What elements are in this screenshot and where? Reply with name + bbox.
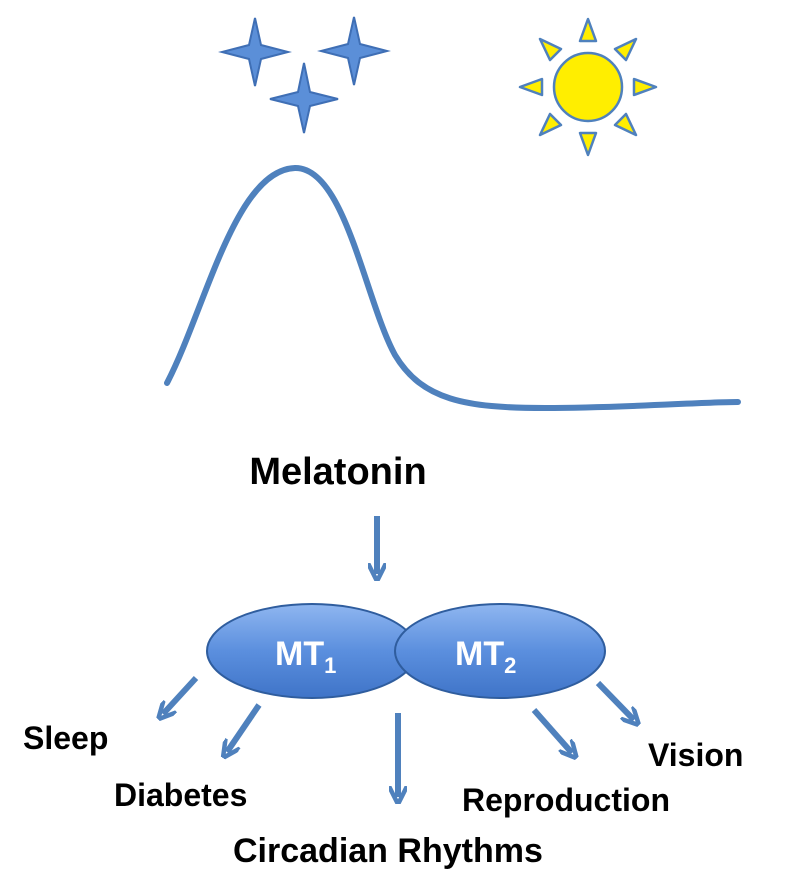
arrow-to-vision xyxy=(595,680,634,720)
night-stars xyxy=(218,16,391,134)
melatonin-curve xyxy=(164,164,741,412)
arrow-to-reproduction xyxy=(531,708,572,753)
arrow-to-sleep xyxy=(163,675,199,714)
effect-sleep: Sleep xyxy=(23,720,108,756)
star-icon xyxy=(269,62,339,134)
receptor-mt2-label: MT2 xyxy=(455,635,516,678)
sun-icon xyxy=(518,17,658,157)
star-icon xyxy=(317,16,391,86)
receptor-mt1-label: MT1 xyxy=(275,635,336,678)
effect-circadian-rhythms: Circadian Rhythms xyxy=(233,832,543,870)
receptor-mt1-name: MT xyxy=(275,635,324,673)
effect-diabetes: Diabetes xyxy=(114,777,247,813)
effect-reproduction: Reproduction xyxy=(462,782,670,818)
effect-vision: Vision xyxy=(648,737,743,773)
receptor-mt1-subscript: 1 xyxy=(324,653,336,678)
arrow-to-diabetes xyxy=(227,703,262,752)
star-icon xyxy=(218,17,292,87)
melatonin-label: Melatonin xyxy=(249,451,426,493)
receptor-mt2-subscript: 2 xyxy=(504,653,516,678)
receptor-mt2 xyxy=(394,603,606,699)
receptor-mt2-name: MT xyxy=(455,635,504,673)
